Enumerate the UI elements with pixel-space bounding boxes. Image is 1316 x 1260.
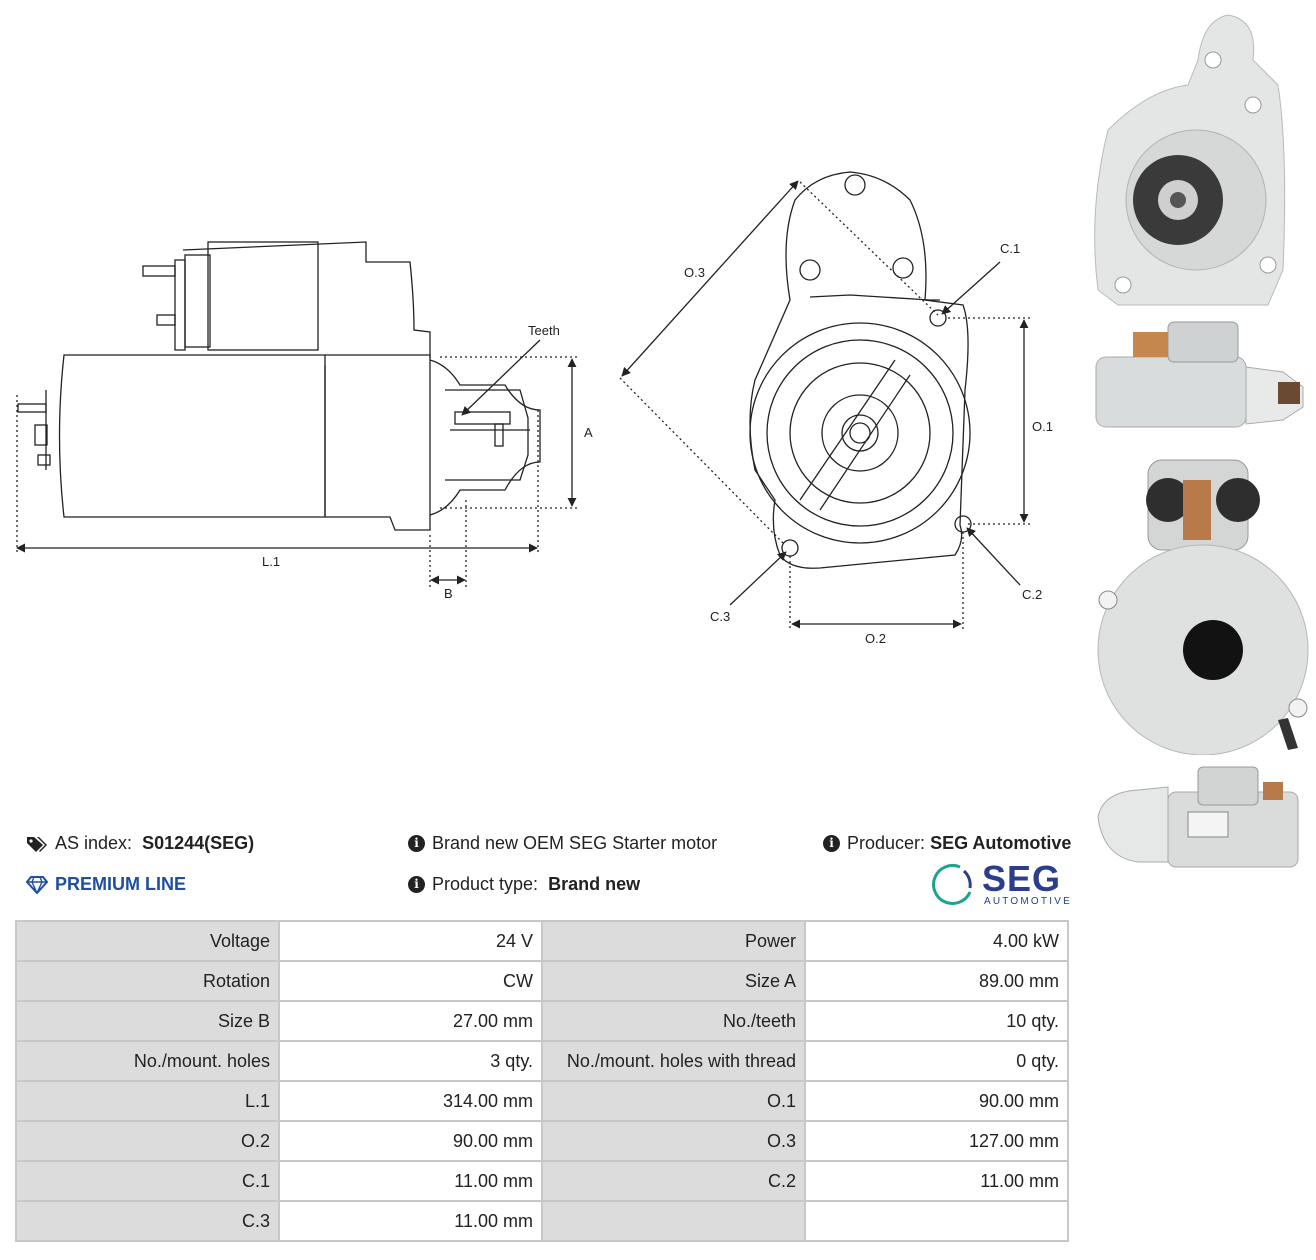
label-c2: C.2	[1022, 587, 1042, 602]
label-o2: O.2	[865, 631, 886, 646]
label-teeth: Teeth	[528, 323, 560, 338]
premium-line-badge: PREMIUM LINE	[26, 874, 186, 895]
seg-automotive-logo: SEG AUTOMOTIVE	[930, 860, 1070, 908]
description-text: Brand new OEM SEG Starter motor	[432, 833, 718, 853]
description: i Brand new OEM SEG Starter motor	[408, 833, 717, 854]
producer-label: Producer:	[847, 833, 926, 853]
spec-value: 11.00 mm	[278, 1200, 543, 1242]
logo-ring-icon	[932, 863, 972, 905]
product-type-value: Brand new	[548, 874, 641, 894]
spec-value: 11.00 mm	[278, 1160, 543, 1202]
spec-label: O.2	[15, 1120, 280, 1162]
spec-label: L.1	[15, 1080, 280, 1122]
as-index-label: AS index:	[55, 833, 133, 853]
spec-value: 11.00 mm	[804, 1160, 1069, 1202]
spec-label	[541, 1200, 806, 1242]
info-icon: i	[408, 835, 425, 852]
spec-label: No./teeth	[541, 1000, 806, 1042]
product-photo-rear	[1097, 459, 1309, 755]
label-b: B	[444, 586, 453, 601]
label-l1: L.1	[262, 554, 280, 569]
label-a: A	[584, 425, 593, 440]
label-c1: C.1	[1000, 241, 1020, 256]
label-o1: O.1	[1032, 419, 1053, 434]
label-c3: C.3	[710, 609, 730, 624]
product-type-label: Product type:	[432, 874, 539, 894]
spec-label: C.2	[541, 1160, 806, 1202]
spec-label: Power	[541, 920, 806, 962]
premium-line-label: PREMIUM LINE	[55, 874, 187, 894]
product-type: i Product type: Brand new	[408, 874, 640, 895]
spec-value: 4.00 kW	[804, 920, 1069, 962]
technical-drawing: Teeth A B L.1 O.3 C.1 O.1	[16, 171, 1053, 646]
spec-value	[804, 1200, 1069, 1242]
as-index-value: S01244(SEG)	[142, 833, 255, 853]
logo-subtitle: AUTOMOTIVE	[984, 896, 1072, 907]
spec-value: 314.00 mm	[278, 1080, 543, 1122]
spec-label: Voltage	[15, 920, 280, 962]
side-view	[16, 241, 580, 587]
spec-label: Size A	[541, 960, 806, 1002]
spec-value: CW	[278, 960, 543, 1002]
front-view	[619, 171, 1030, 630]
product-photo-front	[1094, 14, 1286, 306]
info-icon: i	[408, 876, 425, 893]
info-icon: i	[823, 835, 840, 852]
spec-label: Rotation	[15, 960, 280, 1002]
spec-value: 27.00 mm	[278, 1000, 543, 1042]
as-index: AS index: S01244(SEG)	[26, 833, 254, 854]
spec-value: 90.00 mm	[804, 1080, 1069, 1122]
spec-label: O.1	[541, 1080, 806, 1122]
spec-label: Size B	[15, 1000, 280, 1042]
producer: i Producer: SEG Automotive	[823, 833, 1071, 854]
tags-icon	[27, 836, 47, 852]
spec-value: 127.00 mm	[804, 1120, 1069, 1162]
diamond-icon	[26, 875, 48, 894]
logo-wordmark: SEG	[982, 858, 1062, 899]
spec-label: C.3	[15, 1200, 280, 1242]
producer-value: SEG Automotive	[930, 833, 1072, 853]
spec-value: 3 qty.	[278, 1040, 543, 1082]
product-photo-side-bottom	[1097, 766, 1299, 868]
spec-value: 0 qty.	[804, 1040, 1069, 1082]
spec-label: O.3	[541, 1120, 806, 1162]
spec-value: 89.00 mm	[804, 960, 1069, 1002]
label-o3: O.3	[684, 265, 705, 280]
spec-value: 24 V	[278, 920, 543, 962]
spec-value: 10 qty.	[804, 1000, 1069, 1042]
spec-label: C.1	[15, 1160, 280, 1202]
spec-label: No./mount. holes	[15, 1040, 280, 1082]
spec-value: 90.00 mm	[278, 1120, 543, 1162]
spec-label: No./mount. holes with thread	[541, 1040, 806, 1082]
product-photo-side-top	[1095, 321, 1304, 428]
